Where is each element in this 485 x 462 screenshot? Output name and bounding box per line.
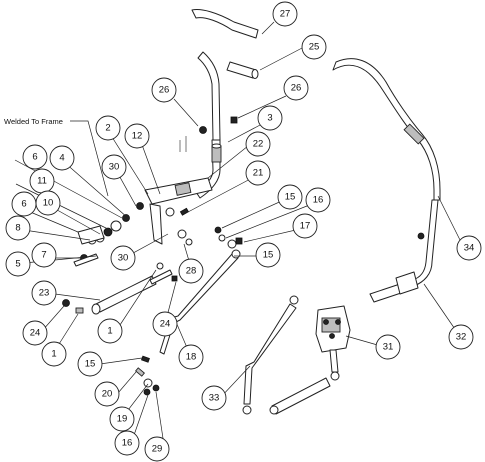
callout-12-label: 12 [132,131,143,142]
callout-22: 22 [245,131,271,157]
callout-23: 23 [31,280,57,306]
callout-17-label: 17 [300,221,311,232]
callout-2: 2 [95,115,121,141]
callout-5: 5 [5,251,31,277]
callout-1-left: 1 [41,341,67,367]
callout-5-label: 5 [15,259,20,270]
callout-15-upper-label: 15 [285,192,296,203]
callout-26-right: 26 [283,75,309,101]
part-bottom-hardware [135,355,160,396]
callout-4-label: 4 [59,153,64,164]
callout-10: 10 [35,190,61,216]
callout-4: 4 [49,145,75,171]
callout-31-label: 31 [383,342,394,353]
callout-25: 25 [301,34,327,60]
leader-lines [14,21,464,446]
callout-23-label: 23 [39,288,50,299]
part-23-rod [91,269,173,315]
callout-33-label: 33 [209,393,220,404]
callout-15-middle: 15 [255,242,281,268]
callout-19: 19 [109,406,135,432]
callout-30-lower-label: 30 [118,253,129,264]
callout-18-label: 18 [186,352,197,363]
part-32-mount [369,271,419,303]
callout-16-lower-label: 16 [122,438,133,449]
callout-17: 17 [292,213,318,239]
part-26-bolt-left [179,126,207,152]
callout-29: 29 [144,436,170,462]
callout-7: 7 [31,242,57,268]
callout-6-upper: 6 [22,144,48,170]
callout-22-label: 22 [253,139,264,150]
callout-15-upper: 15 [277,184,303,210]
callout-1-middle: 1 [97,318,123,344]
callout-24-left: 24 [22,320,48,346]
part-bushings-stack [77,202,144,262]
callout-1-middle-label: 1 [107,326,112,337]
callout-6-lower: 6 [11,191,37,217]
welded-to-frame-label: Welded To Frame [4,117,63,126]
callout-29-label: 29 [152,444,163,455]
callout-24-left-label: 24 [30,328,41,339]
callout-25-label: 25 [309,42,320,53]
callout-8-label: 8 [15,223,20,234]
callout-3: 3 [257,105,283,131]
callout-21-label: 21 [253,168,264,179]
welded-to-frame-note: Welded To Frame [4,117,109,197]
callout-24-right-label: 24 [160,319,171,330]
callout-15-middle-label: 15 [263,250,274,261]
callout-19-label: 19 [117,414,128,425]
callout-30-upper: 30 [101,154,127,180]
callout-26-right-label: 26 [291,83,302,94]
callout-15-lower: 15 [77,351,103,377]
part-25-grip-sleeve [226,61,259,79]
callout-11: 11 [29,168,55,194]
part-26-bolt-right [230,116,238,124]
callout-1-left-label: 1 [51,349,56,360]
callout-34-label: 34 [464,243,475,254]
callout-27-label: 27 [280,9,291,20]
callout-3-label: 3 [267,113,272,124]
callout-34: 34 [456,235,482,261]
callout-6-lower-label: 6 [21,199,26,210]
callout-8: 8 [5,215,31,241]
callout-16-upper: 16 [305,187,331,213]
callout-30-upper-label: 30 [109,162,120,173]
part-12-main-bracket [144,177,213,246]
callout-16-upper-label: 16 [313,195,324,206]
callout-6-upper-label: 6 [32,152,37,163]
callout-26-left-label: 26 [159,85,170,96]
callout-18: 18 [178,344,204,370]
callout-24-right: 24 [152,311,178,337]
callout-10-label: 10 [43,198,54,209]
callout-32: 32 [448,324,474,350]
part-steering-tube [195,51,222,199]
callout-7-label: 7 [41,250,46,261]
callout-28-label: 28 [186,266,197,277]
callout-20: 20 [94,381,120,407]
callout-32-label: 32 [456,332,467,343]
callout-20-label: 20 [102,389,113,400]
part-31-assembly [315,305,351,381]
part-33-linkage [242,295,331,415]
callout-11-label: 11 [37,176,47,187]
callout-28: 28 [178,258,204,284]
callout-31: 31 [375,334,401,360]
part-34-handle [332,58,441,287]
callout-16-lower: 16 [114,430,140,456]
part-fasteners-lower-left [62,262,178,314]
callout-15-lower-label: 15 [85,359,96,370]
callout-2-label: 2 [105,123,110,134]
callout-26-left: 26 [151,77,177,103]
callout-33: 33 [201,385,227,411]
callout-30-lower: 30 [110,245,136,271]
callout-27: 27 [272,1,298,27]
callout-21: 21 [245,160,271,186]
callout-12: 12 [124,123,150,149]
part-right-hardware [179,207,243,249]
part-27-handle-tube [191,9,259,39]
